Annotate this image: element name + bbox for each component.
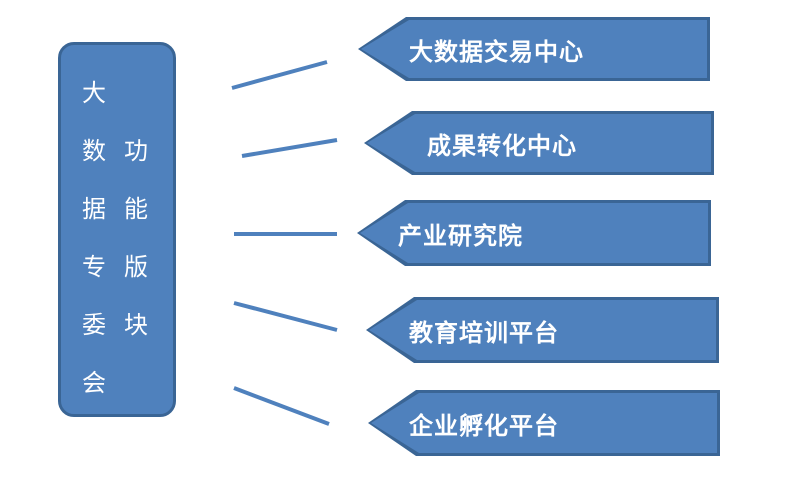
committee-char-2: 数: [82, 137, 106, 165]
connector-line-2: [241, 138, 338, 158]
connector-line-4: [233, 301, 338, 332]
module-achievement-transfer-center: 成果转化中心: [367, 114, 711, 172]
module-industry-research-institute: 产业研究院: [360, 203, 708, 263]
committee-char-5: 委: [82, 311, 106, 339]
module-label: 产业研究院: [398, 221, 523, 250]
connector-line-5: [233, 386, 330, 426]
module-label: 大数据交易中心: [409, 37, 584, 66]
module-label: 企业孵化平台: [409, 411, 559, 440]
committee-char-6: 会: [82, 369, 106, 397]
module-enterprise-incubation-platform: 企业孵化平台: [371, 393, 717, 453]
committee-char-1: 大: [82, 79, 106, 107]
module-data-trading-center: 大数据交易中心: [361, 20, 707, 78]
function-char-2: 能: [124, 195, 148, 223]
module-label: 成果转化中心: [427, 131, 577, 160]
module-label: 教育培训平台: [409, 318, 559, 347]
function-char-3: 版: [124, 253, 148, 281]
committee-char-3: 据: [82, 195, 106, 223]
committee-box: 大 数 据 专 委 会 功 能 版 块: [58, 42, 176, 417]
function-char-4: 块: [124, 311, 148, 339]
module-education-training-platform: 教育培训平台: [369, 300, 716, 360]
function-char-1: 功: [124, 137, 148, 165]
connector-line-1: [231, 60, 328, 90]
committee-char-4: 专: [82, 253, 106, 281]
